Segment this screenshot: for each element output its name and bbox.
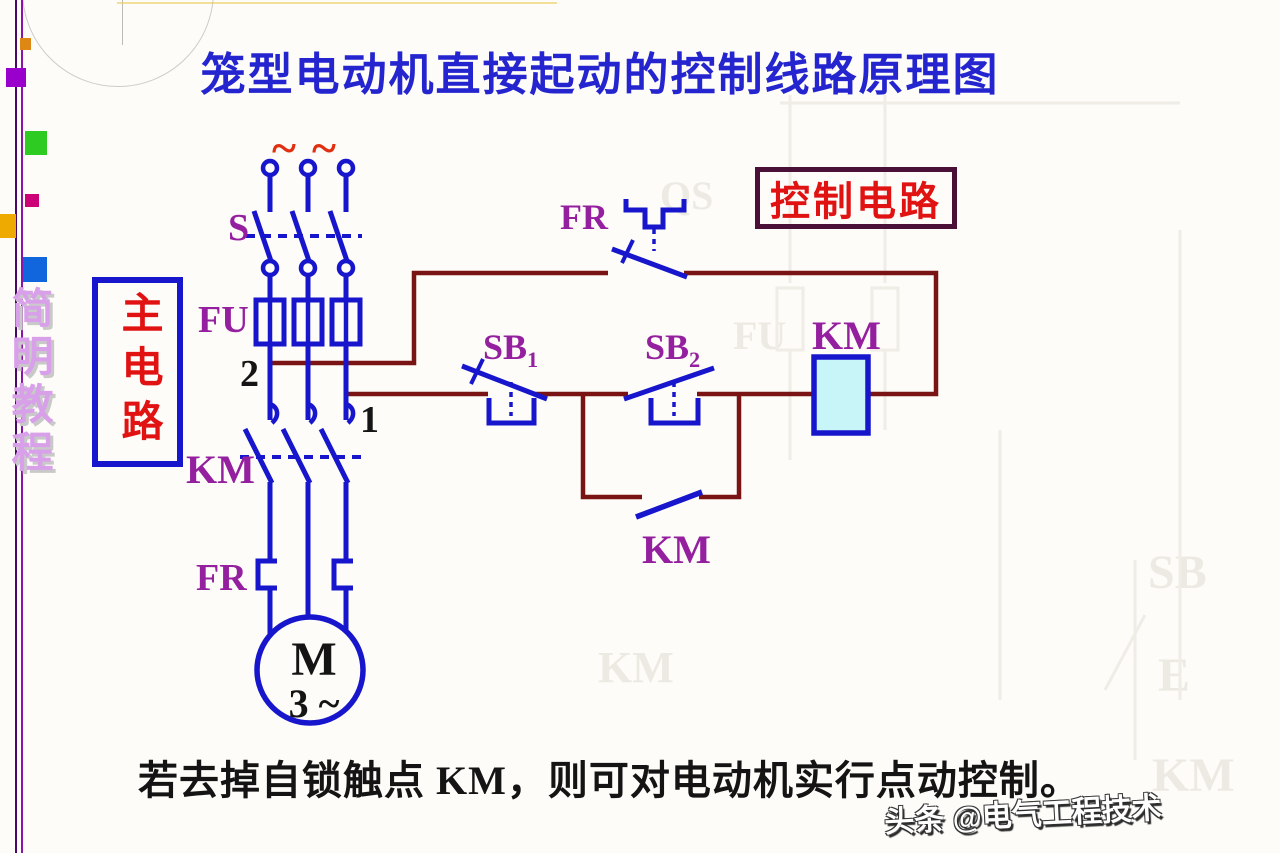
sidebar-vertical-watermark-text: 简明教程: [5, 286, 51, 478]
contactor-label-km-main: KM: [186, 447, 255, 492]
sidebar-square-blue: [23, 257, 47, 282]
ghost-circuit-lines: [775, 95, 1182, 760]
stop-button-label-sb1: SB1: [483, 326, 538, 373]
contactor-main-contacts-km: [240, 401, 362, 485]
wire-number-1: 1: [360, 399, 379, 441]
control-circuit-wires: [270, 270, 939, 500]
control-circuit-callout-box: 控制电路: [755, 167, 957, 229]
fuse-label-fu: FU: [198, 299, 249, 341]
ghost-label-sb: SB: [1148, 546, 1207, 599]
control-circuit-box-text: 控制电路: [770, 179, 942, 224]
sidebar-square-magenta: [25, 194, 39, 207]
main-circuit-box-text: 主电路: [115, 291, 161, 453]
sb1-subscript: 1: [527, 347, 539, 373]
self-lock-label-km: KM: [642, 527, 711, 572]
sidebar-rule-outer: [15, 0, 17, 853]
knife-switch-s: [246, 210, 362, 262]
ghost-label-e: E: [1158, 649, 1191, 702]
motor-symbol: [254, 614, 366, 726]
ac-supply-symbol-left: ~: [272, 122, 296, 173]
motor-letter-m: M: [291, 633, 337, 686]
start-button-label-sb2: SB2: [645, 326, 700, 373]
contactor-coil-km: [811, 354, 871, 436]
sidebar-square-orange: [0, 214, 16, 238]
main-circuit-callout-box: 主电路: [92, 277, 183, 467]
sb1-text: SB: [483, 327, 528, 367]
motor-phase-text: 3 ~: [288, 681, 340, 726]
ac-supply-symbol-right: ~: [312, 122, 336, 173]
ghost-label-km-left: KM: [598, 643, 674, 692]
stop-button-sb1: [461, 358, 548, 426]
slide-title: 笼型电动机直接起动的控制线路原理图: [200, 50, 1000, 100]
ghost-label-km-right: KM: [1152, 749, 1235, 802]
thermal-label-fr-control: FR: [560, 197, 608, 237]
sidebar-square-orange-small: [20, 38, 31, 50]
slide-caption: 若去掉自锁触点 KM，则可对电动机实行点动控制。: [138, 758, 1081, 803]
thermal-relay-nc-contact-fr: [611, 199, 688, 280]
wire-number-2: 2: [240, 353, 259, 395]
sb2-text: SB: [645, 327, 690, 367]
sb2-subscript: 2: [689, 347, 701, 373]
self-lock-contact-km: [635, 489, 703, 520]
switch-label-s: S: [228, 207, 250, 249]
sidebar-square-green: [25, 131, 47, 155]
thermal-relay-heaters-fr: [255, 558, 353, 591]
main-phase-lines: [267, 175, 349, 642]
start-button-sb2: [623, 365, 715, 426]
thermal-label-fr-main: FR: [196, 557, 247, 599]
top-yellow-line: [117, 2, 557, 4]
top-left-divider-line: [122, 0, 123, 45]
coil-label-km: KM: [812, 313, 881, 358]
sidebar-square-purple: [6, 68, 26, 87]
fuses-fu: [253, 297, 363, 347]
sidebar-rule-inner: [21, 0, 23, 853]
